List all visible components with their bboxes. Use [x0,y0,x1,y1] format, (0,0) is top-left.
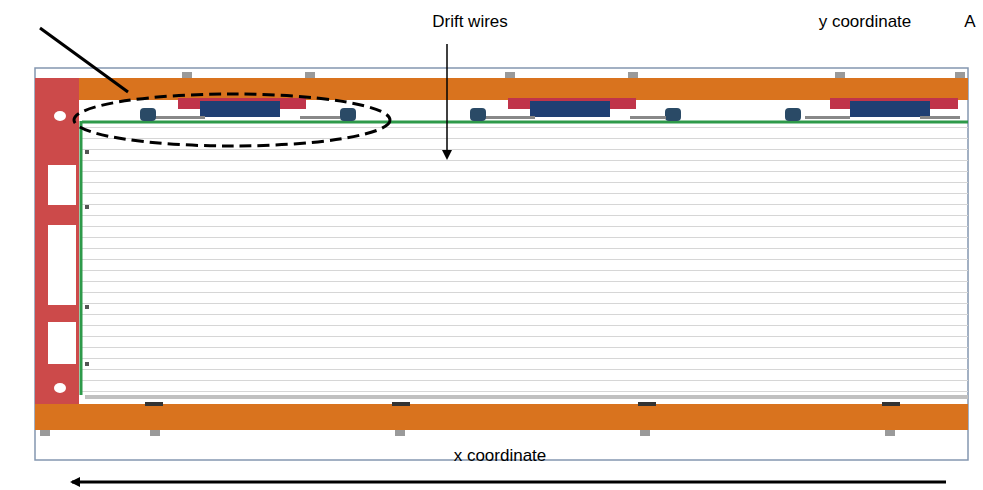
drift-wires [82,124,968,396]
bottom-clamps [145,402,900,406]
pointer-label: Drift wires [432,12,508,32]
bottom-rail [85,395,968,399]
leader-line [40,28,128,92]
highlight-ellipse [74,94,390,146]
green-wire [82,121,968,124]
bottom-bar [35,404,968,430]
green-wire [80,121,83,395]
frame-border [35,68,968,460]
bar-cutout [48,322,76,364]
axis-arrow [72,481,946,484]
left-bar [35,78,79,404]
bar-cutout [48,165,76,205]
edge-letter: A [964,12,975,32]
pointer-arrow [446,44,448,158]
screws [40,72,965,436]
bar-hole [54,383,66,393]
bar-hole [54,111,66,121]
axis-label: x coordinate [454,446,547,466]
axis-label: y coordinate [819,12,912,32]
bar-cutout [48,225,76,305]
left-ticks [85,150,89,366]
readout-electronics [140,98,960,121]
